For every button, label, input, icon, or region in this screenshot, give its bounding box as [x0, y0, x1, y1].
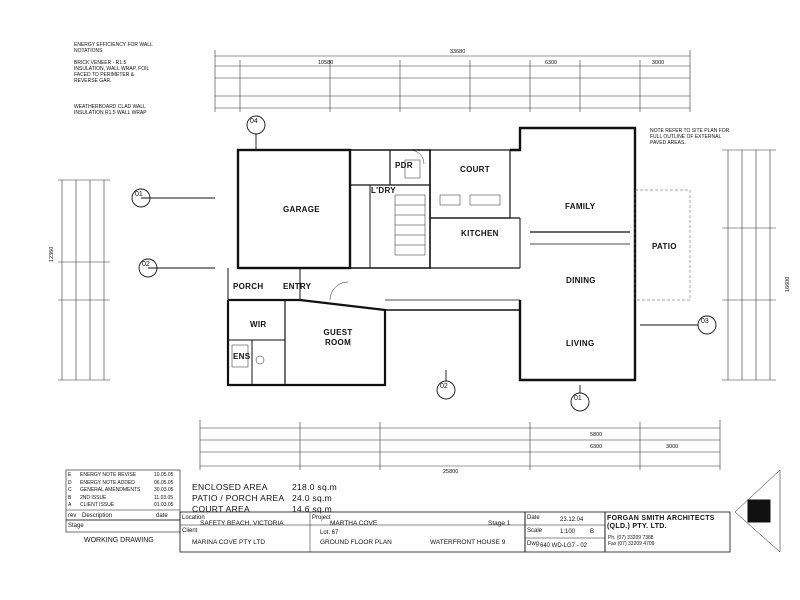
stage-number: Stage 1: [488, 520, 511, 527]
stage-value: WORKING DRAWING: [84, 537, 154, 544]
patio-slab: [634, 189, 691, 301]
right-dimension-lines: [722, 149, 776, 381]
revision-desc: CLIENT ISSUE: [80, 502, 115, 508]
dim-bottom-seg-3: 3000: [666, 444, 679, 450]
scale-label: Scale: [527, 528, 543, 534]
revision-rev: D: [68, 479, 72, 486]
revision-rev: C: [68, 487, 72, 493]
room-court: COURT: [460, 165, 490, 174]
firm-phone: Ph. (07) 33209 7388: [608, 535, 654, 541]
dwg-label: Dwg: [527, 541, 540, 547]
room-dining: DINING: [566, 276, 596, 285]
left-dimension-lines: [58, 179, 110, 381]
room-pdr: PDR: [395, 161, 413, 170]
revision-date: 10.05.05: [154, 472, 174, 478]
project-label: Project: [312, 515, 331, 521]
stage-label: Stage: [68, 523, 84, 529]
dim-right-overall: 16600: [785, 276, 791, 292]
location-value: SAFETY BEACH, VICTORIA: [200, 520, 284, 527]
court-area-label: COURT AREA: [192, 504, 250, 514]
marker-02-bottom: 02: [440, 383, 448, 390]
title-block-frame: [65, 469, 781, 553]
dim-top-seg-2: 6300: [545, 60, 558, 66]
revision-date: 01.03.05: [154, 502, 174, 508]
rev-header-date: date: [156, 513, 168, 519]
date-label: Date: [527, 515, 540, 521]
room-garage: GARAGE: [283, 205, 320, 214]
scale-value: 1:100: [560, 529, 576, 535]
brick-veneer-note: BRICK VENEER - R1.5 INSULATION, WALL WRA…: [74, 60, 150, 84]
room-guest-room: GUEST ROOM: [323, 328, 353, 347]
dim-overall-top: 33680: [450, 49, 466, 55]
patio-area-value: 24.0 sq.m: [292, 493, 333, 503]
dim-left-overall: 12360: [49, 246, 55, 262]
site-plan-note: NOTE REFER TO SITE PLAN FOR FULL OUTLINE…: [650, 128, 730, 146]
room-wir: WIR: [250, 320, 267, 329]
location-label: Location: [182, 515, 205, 521]
room-patio: PATIO: [652, 242, 677, 251]
enclosed-area-value: 218.0 sq.m: [292, 482, 338, 492]
top-dimension-lines: [214, 50, 691, 112]
room-living: LIVING: [566, 339, 595, 348]
project-value: MARTHA COVE: [330, 520, 378, 527]
building-walls: [226, 126, 637, 387]
drawing-title: GROUND FLOOR PLAN: [320, 539, 392, 546]
dim-bottom-seg-1: 5800: [590, 432, 603, 438]
scale-sheet: B: [590, 529, 595, 535]
room-kitchen: KITCHEN: [461, 229, 499, 238]
firm-name: FORGAN SMITH ARCHITECTS (QLD.) PTY. LTD.: [607, 515, 715, 530]
revision-rev: B: [68, 494, 72, 501]
revision-date: 11.03.05: [154, 494, 174, 501]
revision-desc: GENERAL AMENDMENTS: [80, 487, 141, 493]
date-value: 23.12.04: [560, 517, 584, 523]
fixtures: [231, 149, 501, 368]
energy-efficiency-heading: ENERGY EFFICIENCY FOR WALL NOTATIONS: [74, 42, 153, 54]
court-area-value: 14.6 sq.m: [292, 504, 333, 514]
dim-bottom-overall: 25800: [443, 469, 459, 475]
dim-top-seg-3: 3000: [652, 60, 665, 66]
client-label: Client: [182, 528, 198, 534]
room-ens: ENS: [233, 352, 251, 361]
rev-header-rev: rev: [68, 513, 77, 519]
revision-desc: ENERGY NOTE ADDED: [80, 479, 135, 486]
firm-fax: Fax (07) 33209 4709: [608, 541, 655, 547]
lot-value: Lot. 67: [320, 530, 339, 536]
dim-bottom-seg-2: 6300: [590, 444, 603, 450]
bottom-dimension-lines: [199, 420, 721, 470]
revision-rev: A: [68, 502, 72, 508]
revision-desc: ENERGY NOTE REVISE: [80, 472, 137, 478]
revision-rev: E: [68, 472, 72, 478]
marker-01-left: 01: [135, 191, 143, 198]
room-family: FAMILY: [565, 202, 596, 211]
revision-date: 30.03.05: [154, 487, 174, 493]
section-marker-shapes: [131, 115, 717, 412]
marker-04-top: 04: [250, 118, 258, 125]
cladding-note: WEATHERBOARD CLAD WALL INSULATION R1.5 W…: [74, 104, 147, 116]
room-ldry: L'DRY: [371, 186, 396, 195]
rev-header-desc: Description: [82, 513, 113, 519]
marker-02-left: 02: [142, 261, 150, 268]
room-porch: PORCH: [233, 282, 264, 291]
room-entry: ENTRY: [283, 282, 312, 291]
patio-area-label: PATIO / PORCH AREA: [192, 493, 285, 503]
marker-01-bottom: 01: [574, 395, 582, 402]
house-name: WATERFRONT HOUSE 9: [430, 539, 506, 546]
dwg-number: 640 WD-LG7 - 02: [540, 543, 588, 549]
revision-date: 06.05.05: [154, 479, 174, 486]
client-value: MARINA COVE PTY LTD: [192, 539, 266, 546]
enclosed-area-label: ENCLOSED AREA: [192, 482, 268, 492]
dim-top-seg-1: 10580: [318, 60, 334, 66]
revision-desc: 2ND ISSUE: [80, 494, 107, 501]
marker-03-right: 03: [701, 318, 709, 325]
